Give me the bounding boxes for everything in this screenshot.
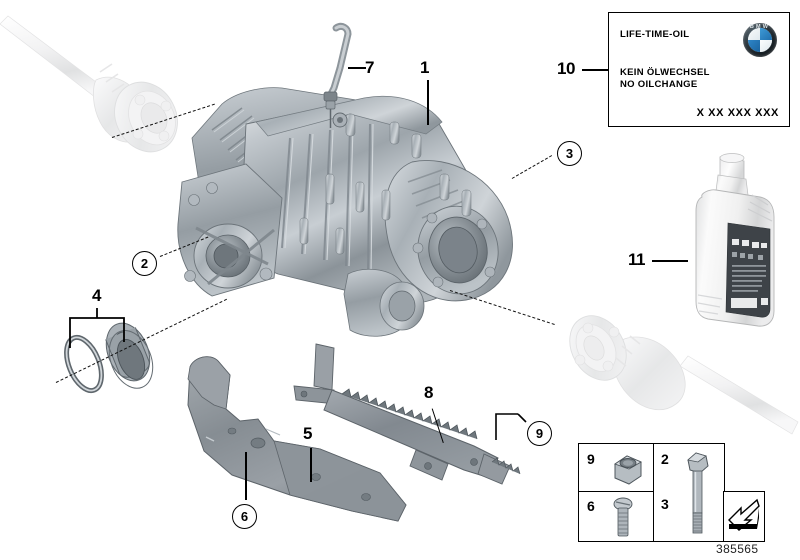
legend-arrow-cell bbox=[723, 491, 765, 542]
legend-bolt-number-2: 2 bbox=[661, 451, 669, 467]
label-line-2: KEIN ÖLWECHSEL bbox=[620, 67, 710, 78]
callout-5[interactable]: 5 bbox=[303, 424, 312, 443]
leader-5 bbox=[310, 448, 312, 482]
legend-screw-number: 6 bbox=[587, 498, 595, 514]
callout-11[interactable]: 11 bbox=[628, 250, 645, 269]
leader-11 bbox=[652, 260, 688, 262]
diagram-part-number: 385565 bbox=[716, 542, 759, 556]
hardware-legend: 9 6 2 3 bbox=[578, 443, 765, 542]
callout-1[interactable]: 1 bbox=[420, 58, 429, 77]
bmw-logo-lettering: BMW bbox=[749, 24, 771, 30]
radial-shaft-seal-and-o-ring bbox=[64, 322, 154, 394]
vent-breather-tube bbox=[323, 22, 352, 128]
legend-nut-number: 9 bbox=[587, 451, 595, 467]
leader-10 bbox=[582, 69, 609, 71]
bmw-quadrant-bl bbox=[748, 40, 760, 52]
pan-head-screw-icon bbox=[613, 497, 633, 537]
callout-9[interactable]: 9 bbox=[527, 421, 552, 446]
legend-screw-cell: 6 bbox=[578, 491, 655, 542]
leader-4-bracket bbox=[69, 308, 125, 348]
callout-7[interactable]: 7 bbox=[365, 58, 374, 77]
bmw-quadrant-tl bbox=[748, 28, 760, 40]
bmw-logo-quadrants bbox=[748, 28, 772, 52]
right-drive-axle-ghosted bbox=[569, 315, 799, 435]
protection-shield-right bbox=[293, 343, 521, 485]
label-line-1: LIFE-TIME-OIL bbox=[620, 29, 690, 40]
bmw-quadrant-br bbox=[760, 40, 772, 52]
leader-9-bracket bbox=[495, 413, 527, 440]
legend-nut-cell: 9 bbox=[578, 443, 655, 493]
protection-shield-left bbox=[187, 356, 407, 522]
rear-axle-differential-housing bbox=[177, 87, 513, 337]
leader-7 bbox=[348, 67, 366, 69]
hex-nut-icon bbox=[614, 455, 642, 485]
label-line-3: NO OILCHANGE bbox=[620, 79, 698, 90]
bmw-roundel-logo: BMW bbox=[743, 23, 777, 57]
life-time-oil-label: LIFE-TIME-OIL KEIN ÖLWECHSEL NO OILCHANG… bbox=[608, 12, 790, 127]
bmw-quadrant-tr bbox=[760, 28, 772, 40]
legend-bolt-cell: 2 3 bbox=[653, 443, 725, 542]
leader-1 bbox=[427, 80, 429, 125]
callout-3[interactable]: 3 bbox=[557, 141, 582, 166]
hex-bolt-icon bbox=[687, 452, 709, 534]
left-drive-axle-ghosted bbox=[0, 15, 178, 153]
callout-8[interactable]: 8 bbox=[424, 383, 433, 402]
gear-oil-bottle-1l bbox=[695, 153, 775, 327]
leader-6 bbox=[245, 452, 247, 500]
label-part-code: X XX XXX XXX bbox=[696, 107, 779, 119]
callout-6[interactable]: 6 bbox=[232, 504, 257, 529]
legend-bolt-number-3: 3 bbox=[661, 496, 669, 512]
callout-4[interactable]: 4 bbox=[92, 286, 101, 305]
view-direction-arrow-icon bbox=[728, 498, 760, 531]
callout-10[interactable]: 10 bbox=[557, 59, 575, 78]
callout-2[interactable]: 2 bbox=[132, 251, 157, 276]
